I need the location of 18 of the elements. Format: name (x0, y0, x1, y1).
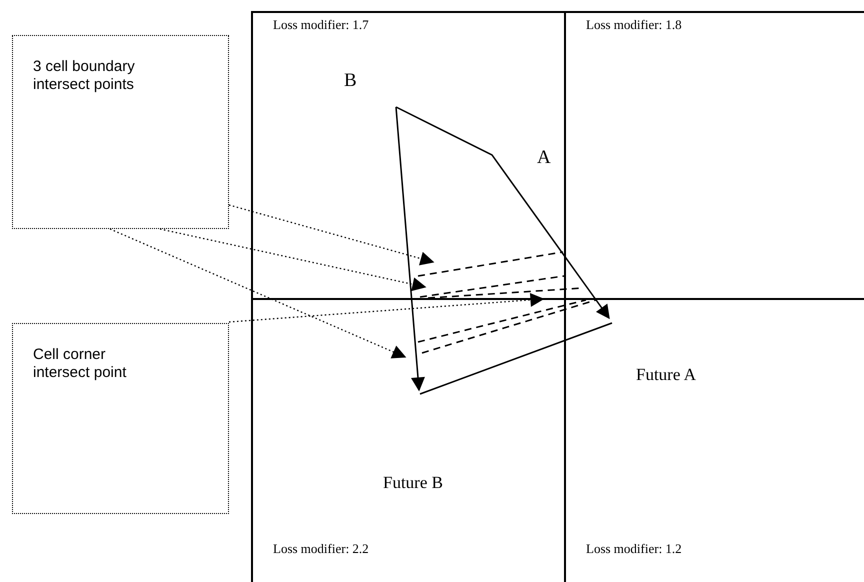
grid-cell (251, 11, 566, 300)
callout-text: 3 cell boundary intersect points (33, 58, 136, 94)
leader-line (110, 228, 406, 358)
callout-box (12, 323, 229, 514)
callout-text: Cell corner intersect point (33, 346, 128, 382)
cell-label: Loss modifier: 1.7 (273, 16, 369, 34)
trajectory-drawing (395, 105, 615, 397)
leader-line (160, 228, 426, 292)
leader-line (228, 204, 434, 266)
region-label: Future A (636, 364, 696, 386)
cell-label: Loss modifier: 1.8 (586, 16, 682, 34)
region-label: Future B (383, 472, 443, 494)
leader-line (228, 292, 544, 323)
callout-box (12, 35, 229, 229)
trajectory-label: B (344, 69, 357, 93)
cell-label: Loss modifier: 2.2 (273, 540, 369, 558)
cell-label: Loss modifier: 1.2 (586, 540, 682, 558)
trajectory-label: A (537, 146, 551, 170)
